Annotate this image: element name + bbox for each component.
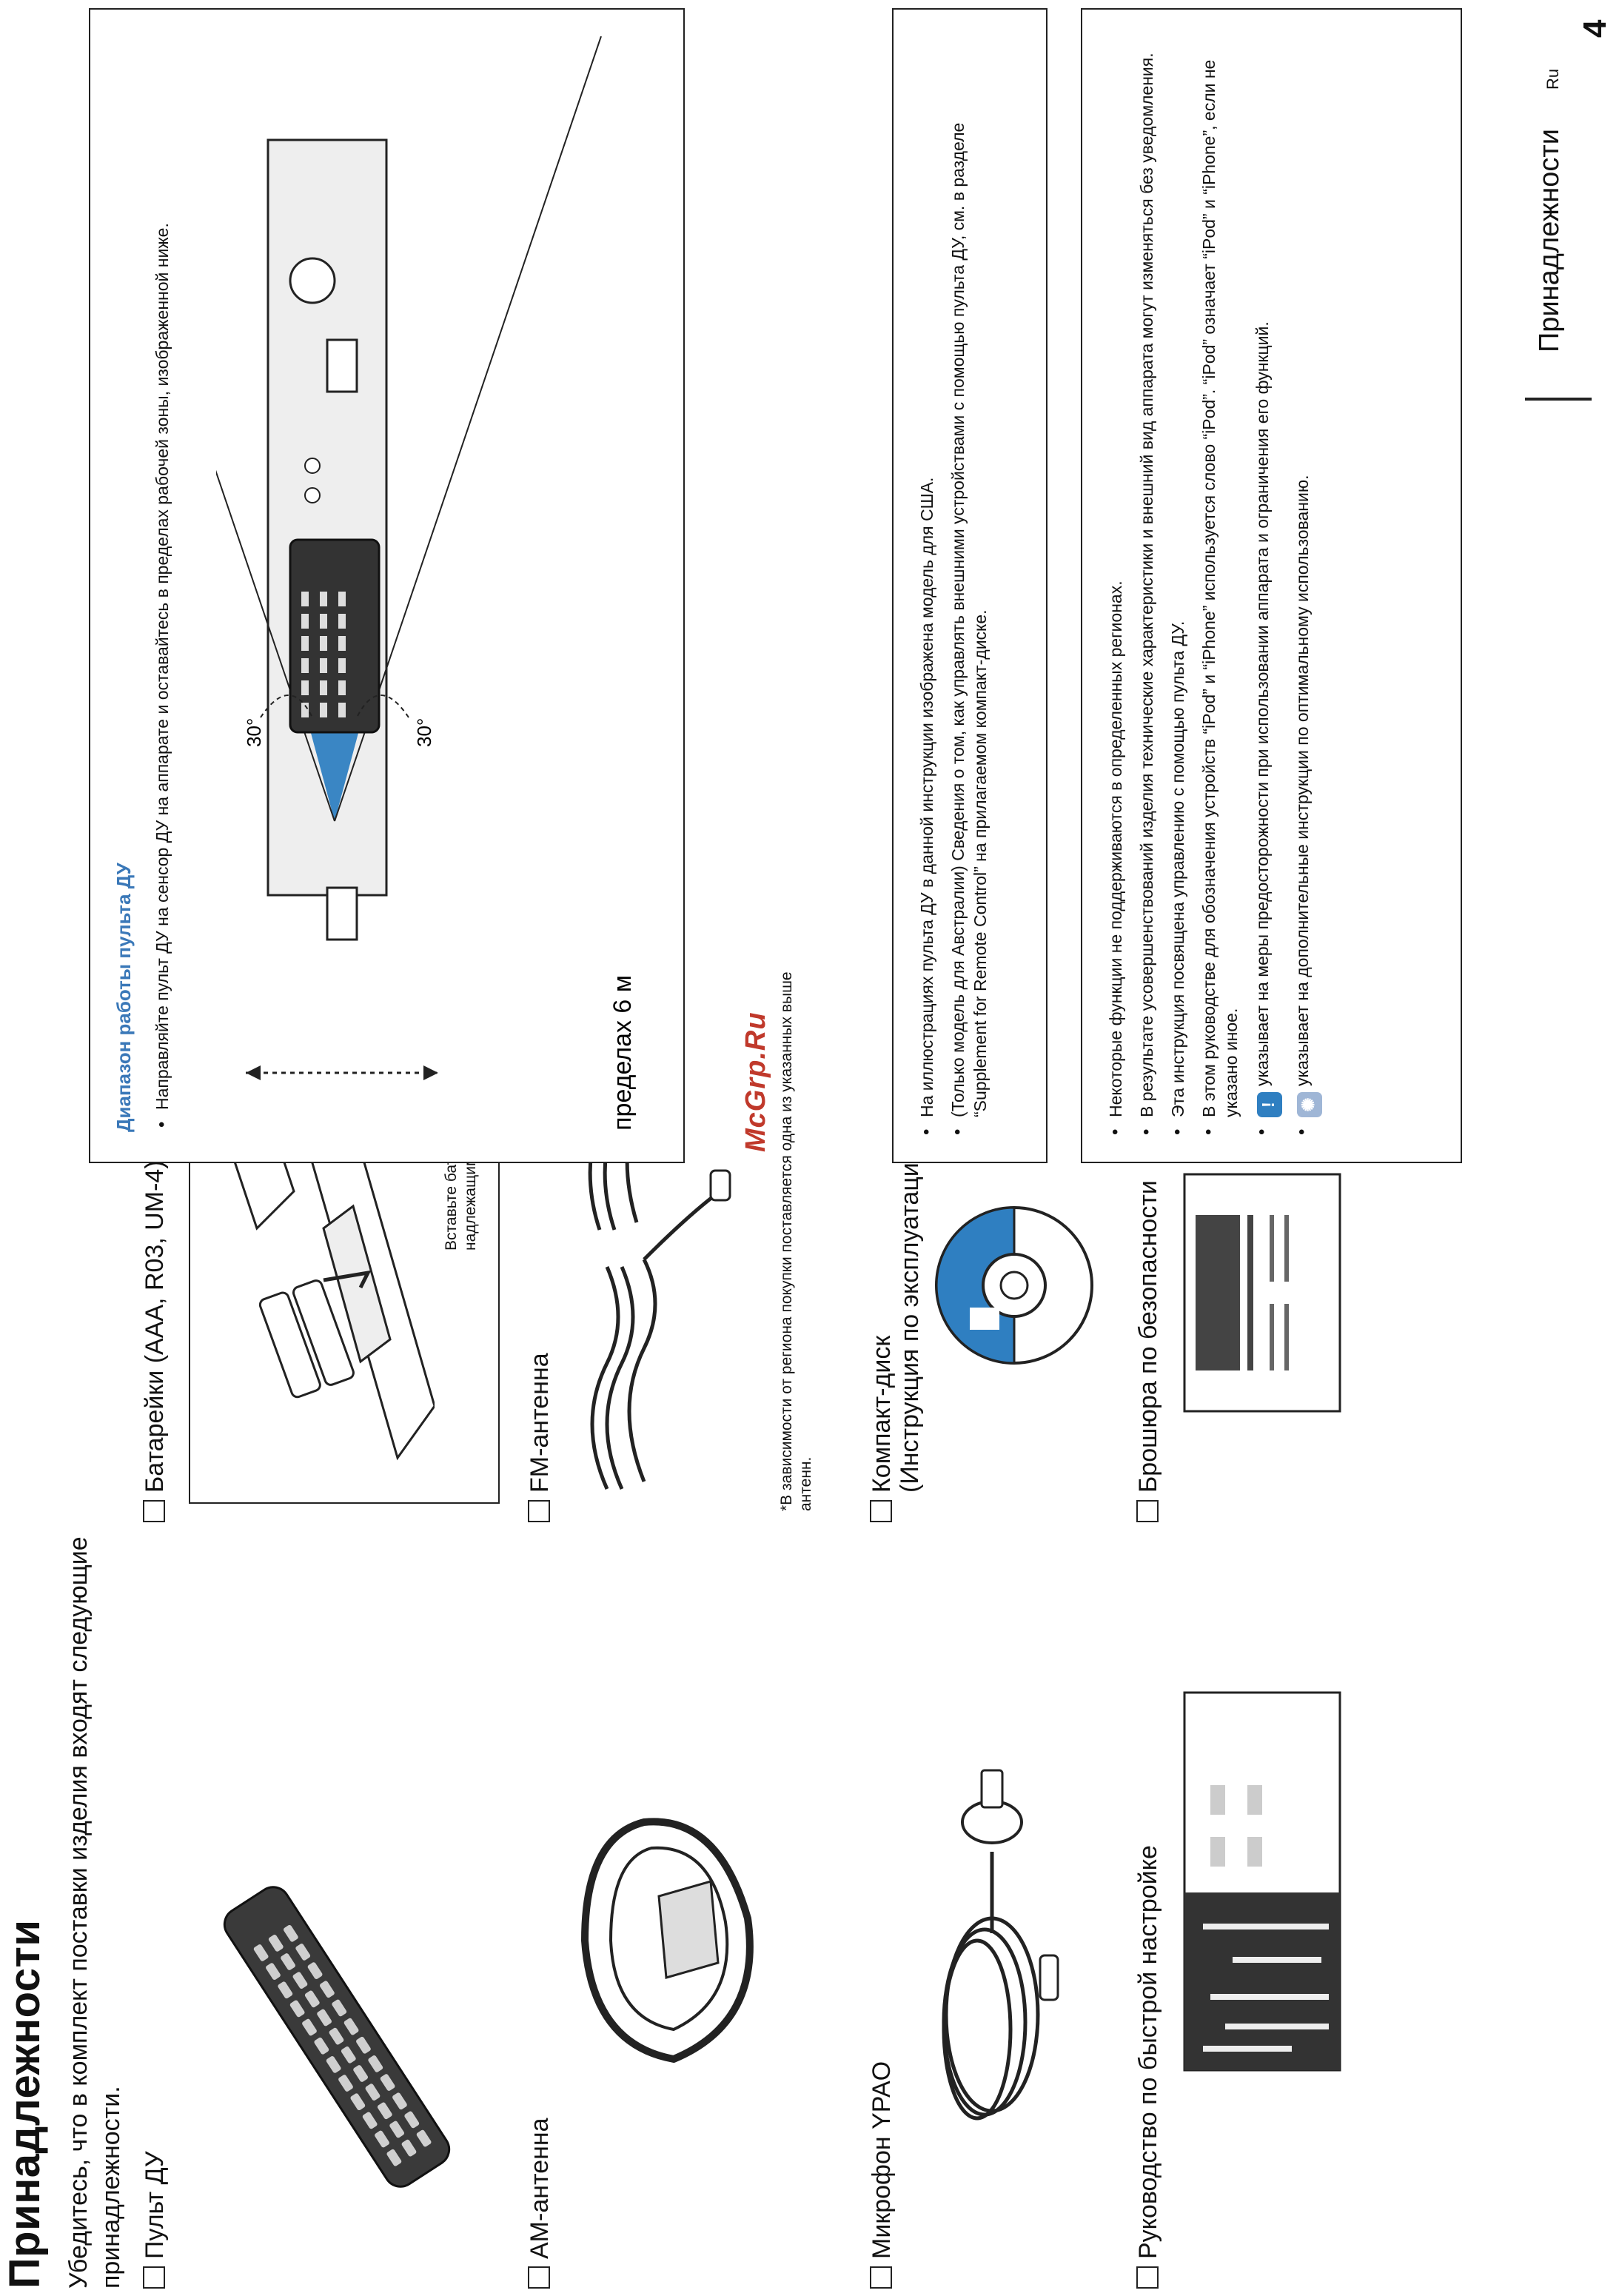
note2-item-5: ✺ указывает на дополнительные инструкции … (1291, 32, 1322, 1139)
distance-label: В пределах 6 м (609, 975, 637, 1132)
item-fm-antenna: FM-антенна (526, 1353, 554, 1522)
safety-brochure-illustration (1183, 1173, 1341, 1413)
tip-lightbulb-icon: ✺ (1297, 1092, 1322, 1117)
notes-box-2: Некоторые функции не поддерживаются в оп… (1081, 8, 1462, 1163)
note2-item-3: В этом руководстве для обозначения устро… (1198, 32, 1242, 1139)
item-am-antenna: АМ-антенна (526, 2118, 554, 2289)
note2-item-2: Эта инструкция посвящена управлению с по… (1167, 32, 1189, 1139)
lang-tag: Ru (1543, 68, 1562, 90)
caution-icon: ! (1257, 1092, 1282, 1117)
checkbox-batteries (143, 1500, 165, 1522)
note2-item-1: В результате усовершенствований изделия … (1136, 32, 1158, 1139)
note1-item-1: (Только модель для Австралии) Сведения о… (947, 32, 991, 1139)
cd-illustration (935, 1206, 1093, 1365)
cd-sub-label: (Инструкция по эксплуатации) (896, 1139, 924, 1493)
remote-label: Пульт ДУ (141, 2151, 169, 2259)
remote-range-diagram: 30° 30° В пределах 6 м (216, 36, 637, 1132)
am-antenna-label: АМ-антенна (526, 2118, 554, 2259)
item-remote: Пульт ДУ (141, 2151, 169, 2289)
quick-guide-illustration (1183, 1691, 1341, 2072)
angle-left-label: 30° (243, 718, 265, 747)
safety-label: Брошюра по безопасности (1134, 1180, 1162, 1493)
remote-range-text: Направляйте пульт ДУ на сенсор ДУ на апп… (151, 36, 173, 1132)
quick-guide-label: Руководство по быстрой настройке (1134, 1845, 1162, 2259)
footer-title: Принадлежности (1534, 128, 1565, 352)
note2-item-4-text: указывает на меры предосторожности при и… (1253, 321, 1272, 1086)
remote-range-text-wrap: Направляйте пульт ДУ на сенсор ДУ на апп… (151, 36, 182, 1132)
checkbox-safety (1136, 1500, 1159, 1522)
footer-divider (1525, 398, 1592, 401)
checkbox-quick-guide (1136, 2266, 1159, 2289)
note1-item-0: На иллюстрациях пульта ДУ в данной инстр… (916, 32, 938, 1139)
page-number: 4 (1577, 19, 1613, 38)
checkbox-cd (870, 1500, 892, 1522)
item-mic: Микрофон YPAO (868, 2061, 896, 2289)
notes-box-1: На иллюстрациях пульта ДУ в данной инстр… (892, 8, 1048, 1163)
note2-item-4: ! указывает на меры предосторожности при … (1251, 32, 1282, 1139)
mic-illustration (942, 1769, 1059, 2121)
note2-item-0: Некоторые функции не поддерживаются в оп… (1105, 32, 1127, 1139)
fm-antenna-label: FM-антенна (526, 1353, 554, 1493)
remote-range-heading: Диапазон работы пульта ДУ (113, 863, 135, 1132)
remote-illustration (223, 1886, 451, 2188)
checkbox-mic (870, 2266, 892, 2289)
angle-right-label: 30° (413, 718, 435, 747)
checkbox-remote (143, 2266, 165, 2289)
watermark: McGrp.Ru (740, 1011, 771, 1152)
remote-range-box: Диапазон работы пульта ДУ Направляйте пу… (89, 8, 685, 1163)
intro-text: Убедитесь, что в комплект поставки издел… (64, 1536, 125, 2289)
note2-item-5-text: указывает на дополнительные инструкции п… (1293, 475, 1312, 1086)
page-title: Принадлежности (1, 1919, 49, 2289)
cd-label: Компакт-диск (868, 1335, 896, 1493)
mic-label: Микрофон YPAO (868, 2061, 896, 2259)
item-quick-guide: Руководство по быстрой настройке (1134, 1845, 1162, 2289)
item-safety: Брошюра по безопасности (1134, 1180, 1162, 1522)
am-antenna-illustration (580, 1818, 754, 2064)
checkbox-am-antenna (528, 2266, 550, 2289)
antenna-footnote: *В зависимости от региона покупки постав… (778, 971, 814, 1511)
checkbox-fm-antenna (528, 1500, 550, 1522)
